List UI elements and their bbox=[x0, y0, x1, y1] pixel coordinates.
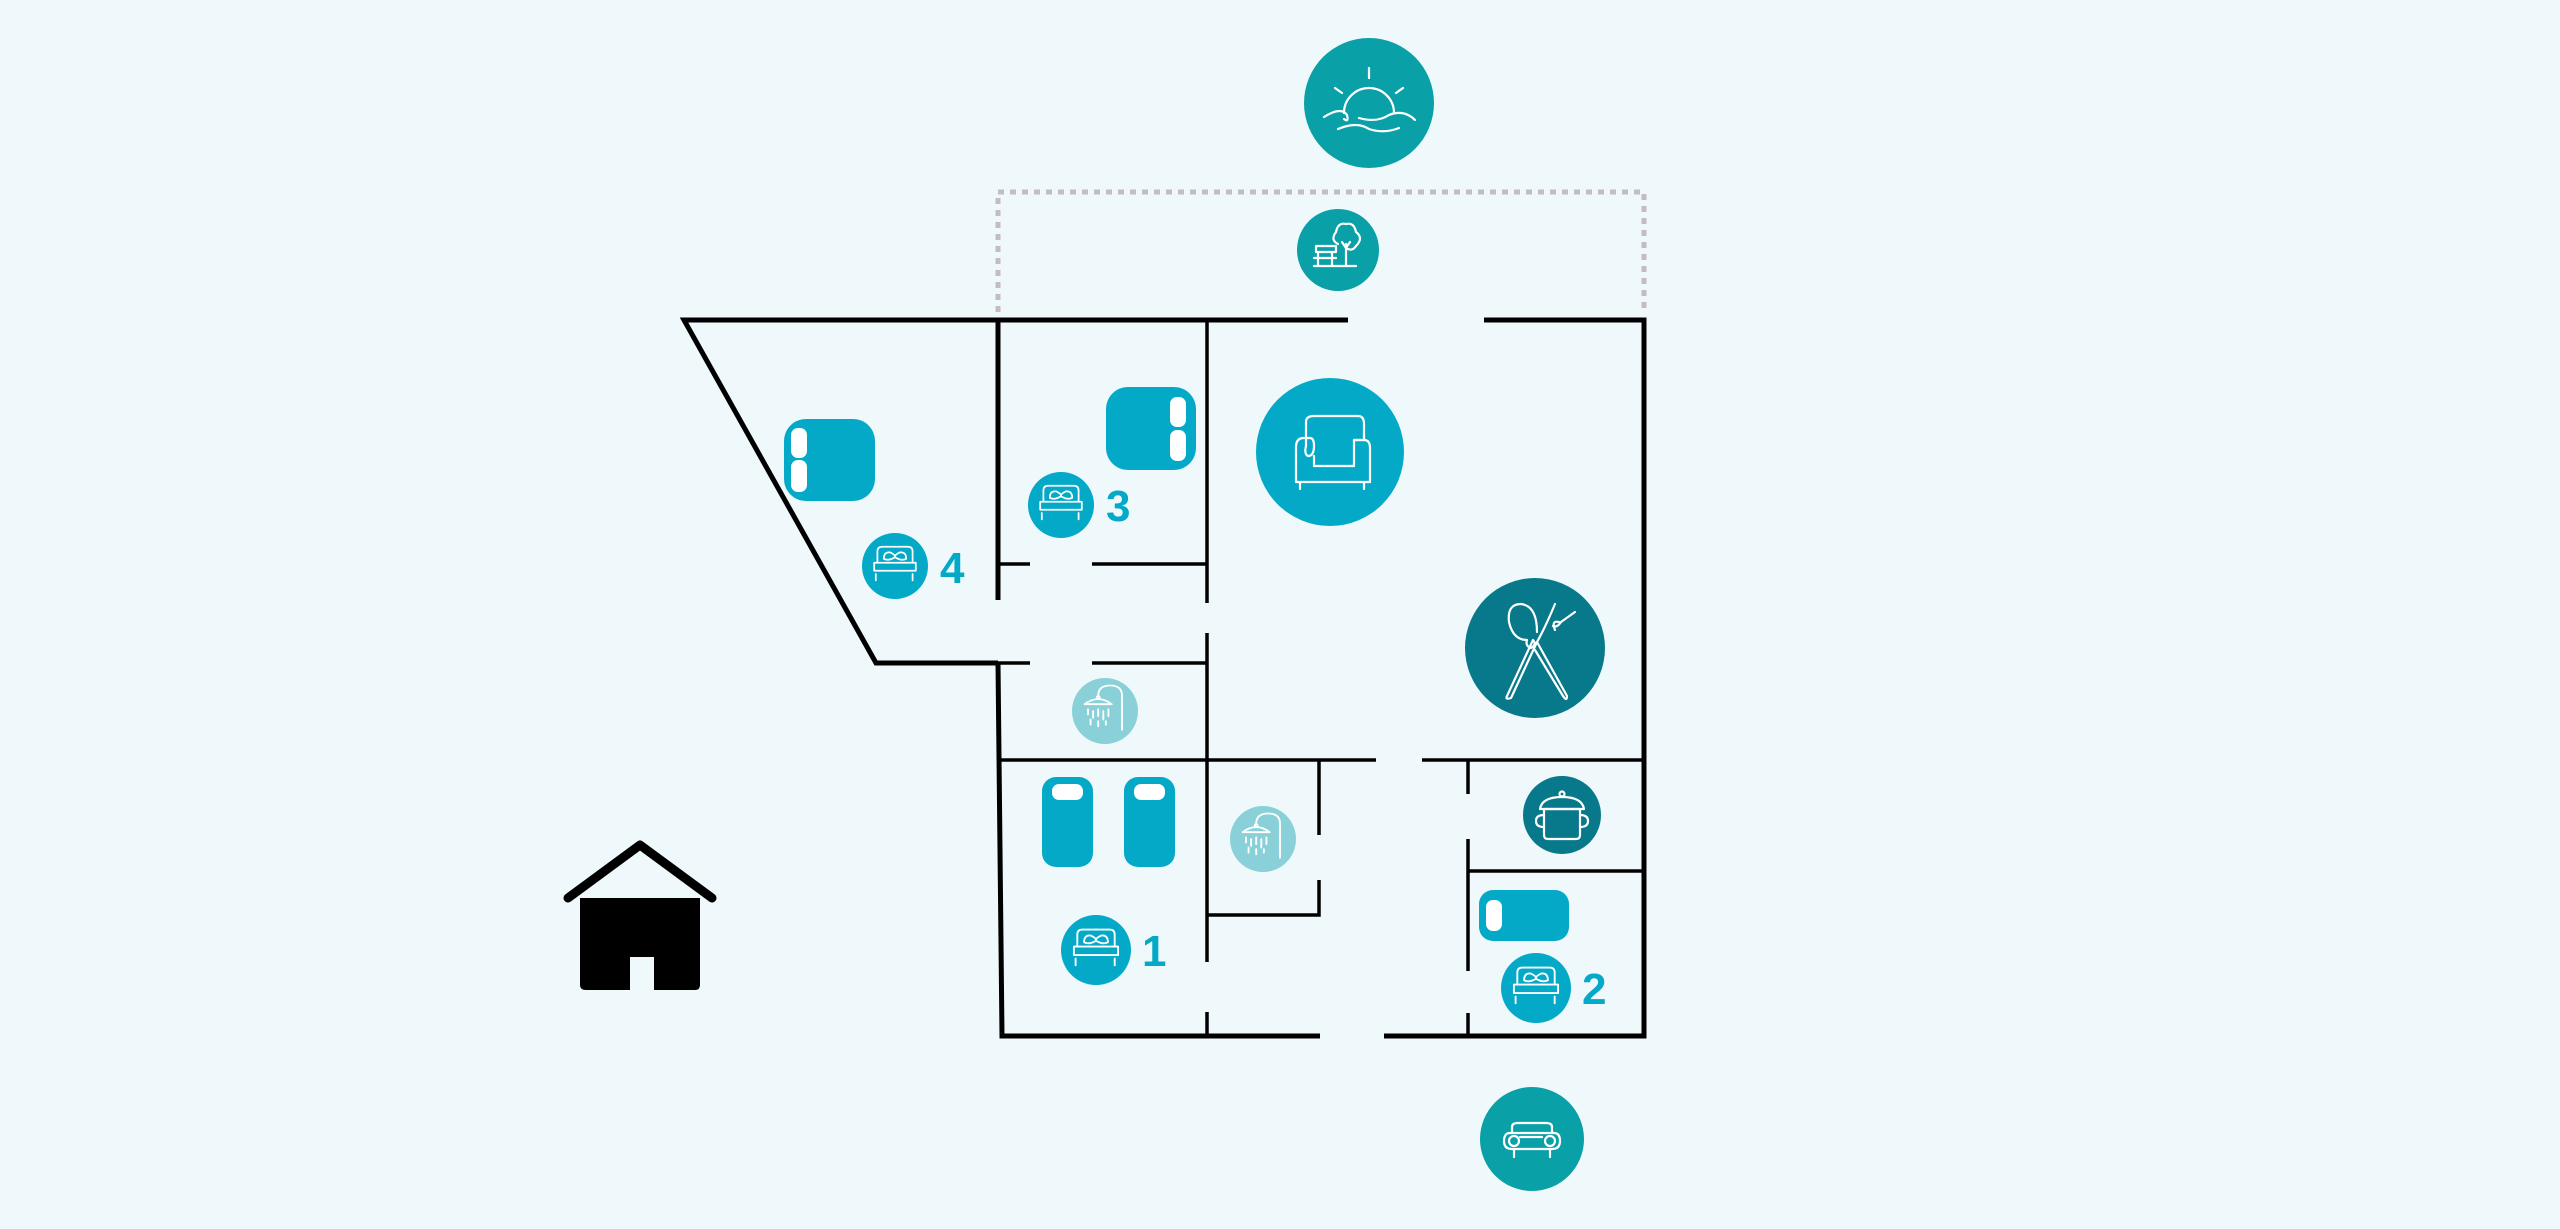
single-bed-furniture bbox=[1042, 777, 1093, 867]
bathroom-2-marker[interactable] bbox=[1230, 806, 1296, 872]
bedroom-3-number: 3 bbox=[1106, 482, 1130, 531]
bedroom-3-circle bbox=[1028, 472, 1094, 538]
exterior-walls bbox=[679, 317, 1647, 1039]
sea-view-marker[interactable] bbox=[1304, 38, 1434, 168]
bedroom-4-circle bbox=[862, 533, 928, 599]
garden-circle bbox=[1297, 209, 1379, 291]
bathroom-2-circle bbox=[1230, 806, 1296, 872]
single-bed-furniture bbox=[1479, 890, 1569, 941]
house-icon bbox=[563, 840, 717, 990]
sunset-sea-icon bbox=[1322, 66, 1417, 133]
bedroom-2-number: 2 bbox=[1582, 965, 1606, 1014]
parking-marker[interactable] bbox=[1480, 1087, 1584, 1191]
bathroom-1-marker[interactable] bbox=[1072, 678, 1138, 744]
bedroom-1-circle bbox=[1061, 915, 1131, 985]
bedroom-4-number: 4 bbox=[940, 544, 965, 593]
dining-marker[interactable] bbox=[1465, 578, 1605, 718]
kitchen-marker[interactable] bbox=[1523, 776, 1601, 854]
bedroom-2-circle bbox=[1501, 953, 1571, 1023]
bathroom-1-circle bbox=[1072, 678, 1138, 744]
garden-bench-tree-icon bbox=[1312, 222, 1362, 268]
bedroom-4[interactable]: 4 bbox=[784, 419, 965, 599]
cooking-pot-icon bbox=[1534, 790, 1590, 841]
single-bed-furniture bbox=[1124, 777, 1175, 867]
garden-marker[interactable] bbox=[1297, 209, 1379, 291]
living-room-marker[interactable] bbox=[1256, 378, 1404, 526]
terrace-outline bbox=[995, 189, 1647, 312]
living-room-circle bbox=[1256, 378, 1404, 526]
sofa-icon bbox=[1294, 414, 1372, 491]
parking-circle bbox=[1480, 1087, 1584, 1191]
bedroom-3[interactable]: 3 bbox=[1028, 387, 1196, 538]
kitchen-circle bbox=[1523, 776, 1601, 854]
double-bed-furniture bbox=[784, 419, 875, 501]
double-bed-furniture bbox=[1106, 387, 1196, 470]
car-icon bbox=[1502, 1121, 1562, 1159]
sea-view-circle bbox=[1304, 38, 1434, 168]
interior-walls bbox=[998, 320, 1644, 1036]
bedroom-1-number: 1 bbox=[1142, 927, 1166, 976]
bedroom-2[interactable]: 2 bbox=[1479, 890, 1606, 1023]
bedroom-1[interactable]: 1 bbox=[1042, 777, 1175, 985]
fork-spoon-icon bbox=[1505, 602, 1577, 701]
